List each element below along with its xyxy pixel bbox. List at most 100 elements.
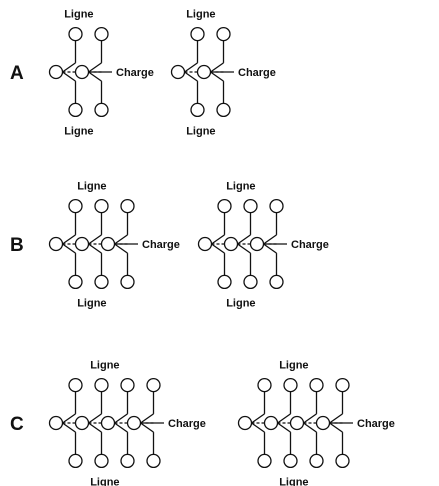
load-label: Charge <box>357 418 395 430</box>
spine-node <box>48 64 64 80</box>
bottom-line-label: Ligne <box>186 125 215 137</box>
top-line-node <box>216 26 231 42</box>
bottom-line-node <box>257 453 272 469</box>
top-line-node <box>94 26 109 42</box>
bottom-line-node <box>146 453 161 469</box>
bottom-line-node <box>190 102 205 118</box>
top-line-label: Ligne <box>279 360 308 372</box>
lower-branch <box>210 71 224 82</box>
lower-branch <box>303 422 317 433</box>
spine-node <box>100 236 116 252</box>
top-line-node <box>335 377 350 393</box>
top-line-node <box>146 377 161 393</box>
top-line-node <box>243 198 258 214</box>
top-line-node <box>68 198 83 214</box>
bottom-line-node <box>68 102 83 118</box>
spine-node <box>196 64 212 80</box>
lower-branch <box>329 422 343 433</box>
spine-node <box>170 64 186 80</box>
lower-branch <box>211 243 225 254</box>
upper-branch <box>88 234 102 245</box>
top-line-node <box>283 377 298 393</box>
spine-node <box>74 236 90 252</box>
row-label: B <box>10 235 24 256</box>
spine-node <box>263 415 279 431</box>
lower-branch <box>114 243 128 254</box>
upper-branch <box>303 413 317 424</box>
load-label: Charge <box>142 239 180 251</box>
spine-node <box>197 236 213 252</box>
upper-branch <box>88 62 102 73</box>
spine-node <box>237 415 253 431</box>
top-line-node <box>94 377 109 393</box>
top-line-label: Ligne <box>90 360 119 372</box>
load-label: Charge <box>238 67 276 79</box>
upper-branch <box>88 413 102 424</box>
spine-node <box>223 236 239 252</box>
bottom-line-node <box>120 453 135 469</box>
upper-branch <box>62 62 76 73</box>
lower-branch <box>88 71 102 82</box>
bottom-line-node <box>243 274 258 290</box>
bottom-line-label: Ligne <box>77 297 106 309</box>
spine-node <box>74 415 90 431</box>
lower-branch <box>237 243 251 254</box>
lower-branch <box>251 422 265 433</box>
top-line-node <box>68 26 83 42</box>
spine-node <box>74 64 90 80</box>
bottom-line-node <box>94 102 109 118</box>
top-line-node <box>120 377 135 393</box>
top-line-node <box>190 26 205 42</box>
bottom-line-label: Ligne <box>64 125 93 137</box>
bottom-line-node <box>216 102 231 118</box>
lower-branch <box>263 243 277 254</box>
spine-node <box>100 415 116 431</box>
spine-node <box>48 415 64 431</box>
upper-branch <box>62 413 76 424</box>
upper-branch <box>211 234 225 245</box>
top-line-label: Ligne <box>186 9 215 21</box>
spine-node <box>289 415 305 431</box>
lower-branch <box>62 243 76 254</box>
lower-branch <box>277 422 291 433</box>
lower-branch <box>114 422 128 433</box>
bottom-line-node <box>68 453 83 469</box>
upper-branch <box>277 413 291 424</box>
top-line-label: Ligne <box>226 181 255 193</box>
bottom-line-node <box>94 274 109 290</box>
spine-node <box>48 236 64 252</box>
bottom-line-node <box>283 453 298 469</box>
bottom-line-node <box>217 274 232 290</box>
top-line-node <box>257 377 272 393</box>
upper-branch <box>62 234 76 245</box>
bottom-line-node <box>269 274 284 290</box>
bottom-line-node <box>335 453 350 469</box>
bottom-line-label: Ligne <box>90 476 119 486</box>
load-label: Charge <box>116 67 154 79</box>
bottom-line-node <box>94 453 109 469</box>
upper-branch <box>114 234 128 245</box>
bottom-line-label: Ligne <box>226 297 255 309</box>
top-line-node <box>94 198 109 214</box>
bottom-line-label: Ligne <box>279 476 308 486</box>
load-label: Charge <box>168 418 206 430</box>
bottom-line-node <box>309 453 324 469</box>
top-line-label: Ligne <box>77 181 106 193</box>
lower-branch <box>88 243 102 254</box>
spine-node <box>315 415 331 431</box>
upper-branch <box>140 413 154 424</box>
upper-branch <box>237 234 251 245</box>
upper-branch <box>210 62 224 73</box>
row-label: A <box>10 63 24 84</box>
top-line-node <box>269 198 284 214</box>
lower-branch <box>88 422 102 433</box>
